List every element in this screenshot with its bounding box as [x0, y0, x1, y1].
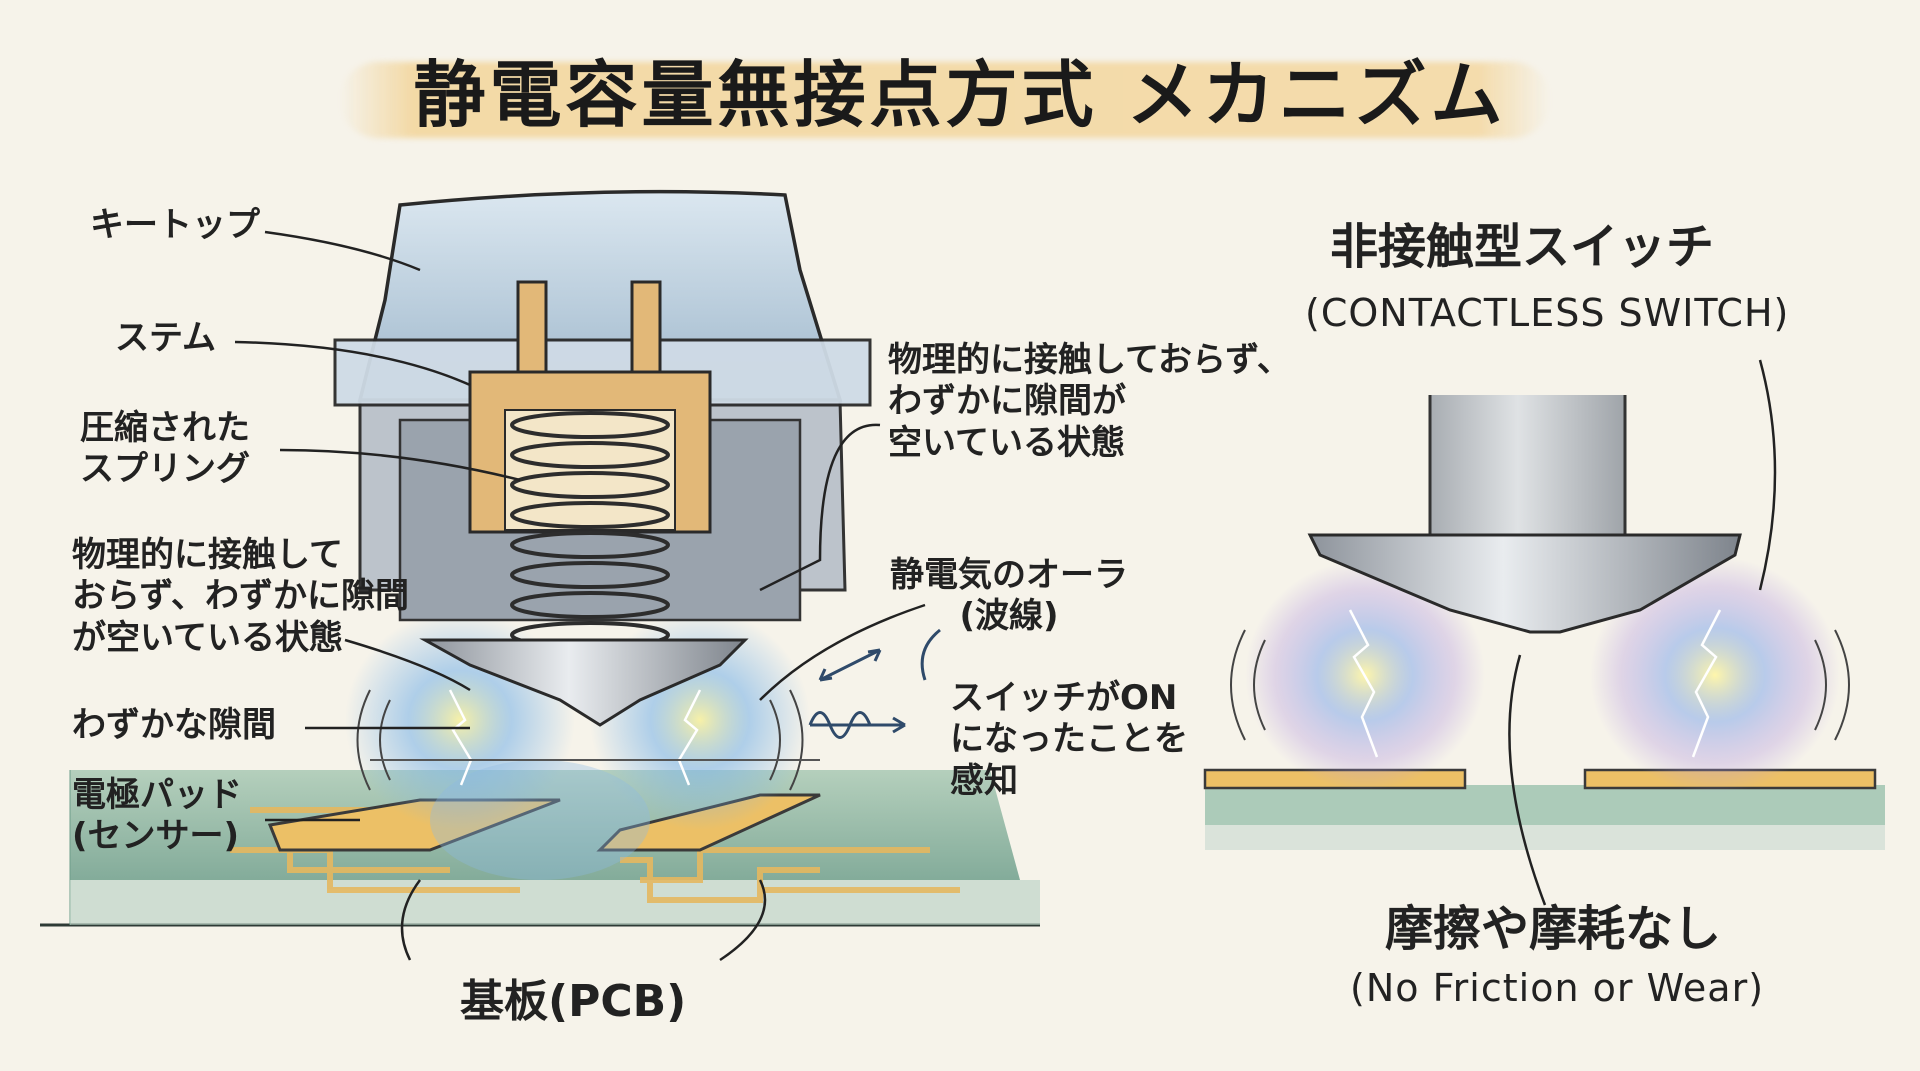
label-pcb: 基板(PCB): [460, 976, 687, 1027]
label-gap-note-middle: 物理的に接触しておらず、 わずかに隙間が 空いている状態: [888, 340, 1291, 463]
label-small-gap: わずかな隙間: [72, 705, 276, 745]
leader-lines-left: [234, 230, 926, 962]
sense-arrows: [808, 628, 941, 739]
title-highlight: [340, 62, 1550, 138]
label-on-detect: スイッチがON になったことを 感知: [950, 678, 1188, 801]
left-aura: [345, 610, 810, 880]
label-electrode: 電極パッド (センサー): [72, 775, 242, 857]
label-aura: 静電気のオーラ (波線): [890, 555, 1128, 637]
leader-lines-right: [1508, 359, 1777, 906]
label-stem: ステム: [115, 318, 216, 358]
label-spring: 圧縮された スプリング: [80, 408, 250, 490]
plunger-cone: [419, 638, 749, 727]
page-title: 静電容量無接点方式 メカニズム: [413, 53, 1507, 137]
label-contactless-heading-en: (CONTACTLESS SWITCH): [1305, 291, 1790, 335]
right-board: [1203, 768, 1885, 850]
label-contactless-heading: 非接触型スイッチ: [1330, 219, 1715, 275]
label-keytop: キートップ: [90, 205, 260, 245]
label-gap-note-left: 物理的に接触して おらず、わずかに隙間 が空いている状態: [72, 535, 409, 658]
stem: [468, 280, 712, 534]
right-aura: [1230, 557, 1850, 793]
label-no-wear: 摩擦や摩耗なし: [1385, 901, 1722, 957]
label-no-wear-en: (No Friction or Wear): [1350, 966, 1765, 1010]
right-plunger: [1307, 395, 1742, 634]
